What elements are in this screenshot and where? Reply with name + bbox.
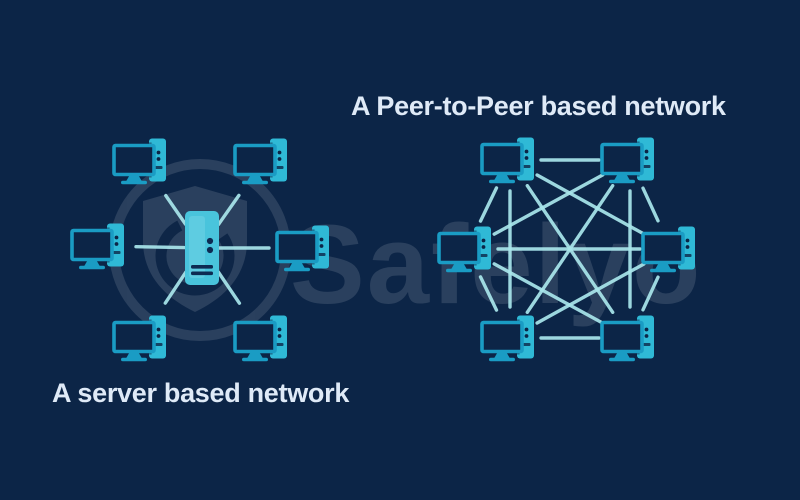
server-network-caption: A server based network: [52, 378, 350, 408]
network-link: [164, 193, 188, 226]
network-link: [216, 270, 242, 305]
p2p-network-links: [478, 158, 660, 340]
peer-to-peer-network: [437, 136, 697, 362]
network-link: [478, 275, 499, 312]
computer-icon: [480, 314, 536, 362]
network-link: [535, 173, 646, 236]
computer-icon: [233, 314, 289, 362]
computer-icon: [600, 136, 656, 184]
network-link: [535, 262, 646, 325]
computer-icon: [480, 136, 536, 184]
computer-icon: [112, 314, 168, 362]
network-link: [163, 270, 188, 305]
server-icon: [185, 211, 219, 285]
network-link: [492, 173, 605, 236]
server-network-nodes: [70, 137, 331, 362]
network-link: [216, 193, 241, 227]
network-link: [641, 275, 660, 312]
computer-icon: [70, 222, 126, 270]
network-link: [492, 262, 605, 325]
server-based-network: [70, 137, 331, 362]
computer-icon: [600, 314, 656, 362]
computer-icon: [112, 137, 168, 185]
network-link: [478, 186, 499, 223]
network-link: [641, 186, 660, 223]
network-link: [134, 244, 186, 250]
p2p-network-caption: A Peer-to-Peer based network: [351, 91, 726, 121]
server-network-links: [134, 193, 271, 305]
